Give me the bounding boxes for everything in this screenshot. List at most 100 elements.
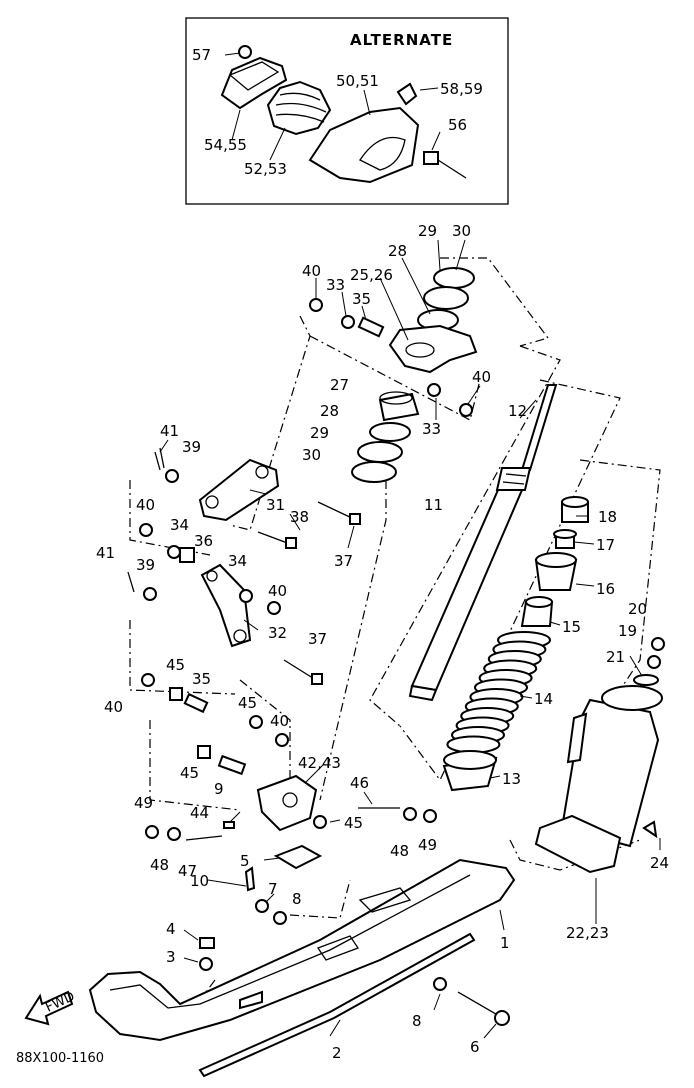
part-8-washer-b: [433, 977, 447, 991]
label-40-a: 40: [302, 262, 321, 280]
part-49-nut-b: [423, 809, 437, 823]
label-56: 56: [448, 116, 467, 134]
label-39-a: 39: [182, 438, 201, 456]
label-5: 5: [240, 852, 250, 870]
label-21: 21: [606, 648, 625, 666]
label-45-c: 45: [180, 764, 199, 782]
part-34-collar-b: [239, 589, 253, 603]
upper-mount-group: [309, 267, 478, 483]
part-33-collar-a: [341, 315, 355, 329]
label-49-b: 49: [418, 836, 437, 854]
part-33-collar-b: [427, 383, 441, 397]
part-14-spring: [446, 631, 551, 754]
label-57: 57: [192, 46, 211, 64]
spring-group: [442, 496, 589, 792]
label-31: 31: [266, 496, 285, 514]
part-57-plate: [220, 56, 288, 110]
part-29-washer: [423, 286, 469, 310]
part-45-collar-b: [249, 715, 263, 729]
label-28-a: 28: [388, 242, 407, 260]
label-38: 38: [290, 508, 309, 526]
label-48-b: 48: [390, 842, 409, 860]
part-40-nut-e: [141, 673, 155, 687]
part-40-nut-a: [309, 298, 323, 312]
label-33-b: 33: [422, 420, 441, 438]
part-37-bolt: [283, 659, 317, 681]
part-36-collar: [179, 547, 195, 563]
label-7: 7: [268, 880, 278, 898]
part-19-valve: [647, 655, 661, 669]
label-48-a: 48: [150, 856, 169, 874]
part-48-washer-a: [167, 827, 181, 841]
label-35-b: 35: [192, 670, 211, 688]
part-35-collar-b: [183, 692, 209, 714]
label-40-d: 40: [268, 582, 287, 600]
label-40-f: 40: [270, 712, 289, 730]
label-45-d: 45: [344, 814, 363, 832]
part-31-link: [198, 458, 280, 522]
label-30-b: 30: [302, 446, 321, 464]
label-34-a: 34: [170, 516, 189, 534]
label-19: 19: [618, 622, 637, 640]
label-37-a: 37: [334, 552, 353, 570]
part-11-12-shock-absorber: [408, 384, 558, 702]
label-35-a: 35: [352, 290, 371, 308]
part-25-26-bracket: [388, 324, 478, 374]
label-20: 20: [628, 600, 647, 618]
part-52-53-bellows: [266, 80, 332, 136]
link-group: [127, 447, 361, 685]
label-15: 15: [562, 618, 581, 636]
label-30-a: 30: [452, 222, 471, 240]
label-27: 27: [330, 376, 349, 394]
label-17: 17: [596, 536, 615, 554]
fwd-label: FWD: [43, 989, 77, 1015]
part-34-collar-a: [167, 545, 181, 559]
label-37-b: 37: [308, 630, 327, 648]
label-45-a: 45: [166, 656, 185, 674]
part-40-nut-d: [267, 601, 281, 615]
label-29-a: 29: [418, 222, 437, 240]
label-14: 14: [534, 690, 553, 708]
part-29-washer-b: [357, 441, 403, 463]
label-42-43: 42,43: [298, 754, 341, 772]
part-42-43-housing: [256, 774, 318, 832]
label-16: 16: [596, 580, 615, 598]
part-labels: 57 50,51 58,59 56 54,55 52,53 29 30 28 2…: [16, 46, 669, 1066]
label-54-55: 54,55: [204, 136, 247, 154]
label-40-b: 40: [472, 368, 491, 386]
label-34-b: 34: [228, 552, 247, 570]
part-6-bolt: [457, 991, 510, 1026]
part-21-oring: [633, 674, 659, 686]
label-40-e: 40: [104, 698, 123, 716]
leader-lines: [159, 239, 661, 1039]
label-36: 36: [194, 532, 213, 550]
label-39-b: 39: [136, 556, 155, 574]
label-49-a: 49: [134, 794, 153, 812]
label-6: 6: [470, 1038, 480, 1056]
part-1-ski: [88, 858, 516, 1042]
drawing-code: 88X100-1160: [16, 1051, 104, 1066]
part-27-bushing: [378, 392, 420, 422]
label-29-b: 29: [310, 424, 329, 442]
part-39-nut-b: [143, 587, 157, 601]
part-58-59-clip: [396, 82, 418, 106]
label-10: 10: [190, 872, 209, 890]
label-3: 3: [166, 948, 176, 966]
label-58-59: 58,59: [440, 80, 483, 98]
part-28-bushing-b: [369, 422, 411, 442]
part-44-clip: [223, 821, 235, 829]
label-44: 44: [190, 804, 209, 822]
label-22-23: 22,23: [566, 924, 609, 942]
part-20-cap: [651, 637, 665, 651]
part-56-bolt: [423, 151, 467, 179]
label-33-a: 33: [326, 276, 345, 294]
label-47: 47: [178, 862, 197, 880]
label-32: 32: [268, 624, 287, 642]
part-50-51-cover: [308, 106, 420, 184]
label-24: 24: [650, 854, 669, 872]
label-8-a: 8: [292, 890, 302, 908]
part-5-block: [273, 844, 323, 870]
part-41-pin-a: [154, 447, 165, 471]
